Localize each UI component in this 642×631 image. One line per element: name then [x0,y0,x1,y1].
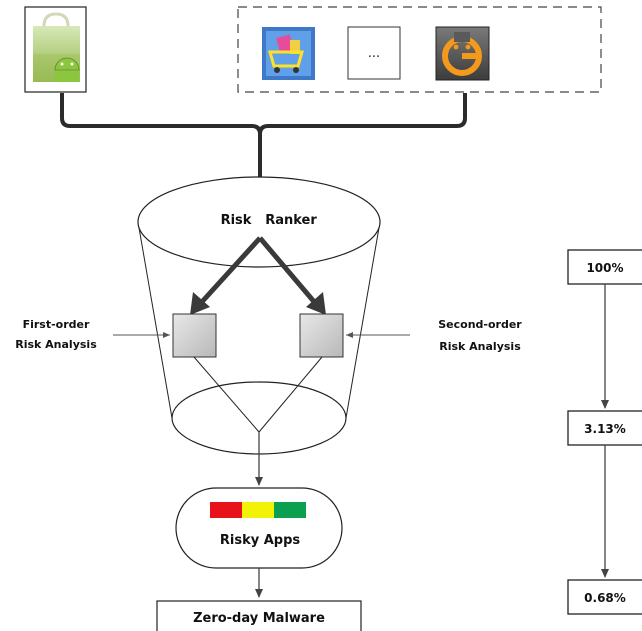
shopping-cart-app-store-icon [262,27,315,80]
zero-day-malware-label: Zero-day Malware [193,611,325,626]
percent-label-068: 0.68% [584,591,626,605]
second-order-analysis-box [299,313,344,358]
alternative-markets-group [237,6,602,93]
arrow-to-second-order [258,236,318,306]
risk-level-yellow [242,502,274,518]
first-order-analysis-box [172,313,217,358]
risk-level-green [274,502,306,518]
risk-ranker-title-left: Risk [221,213,252,228]
percent-box-100 [567,249,642,285]
second-order-label-line2: Risk Analysis [439,340,521,353]
ellipsis-label: ... [368,46,380,61]
percent-box-313 [567,410,642,446]
second-order-label-line1: Second-order [438,318,522,331]
percent-box-068 [567,579,642,615]
g-app-store-icon [435,26,490,81]
first-order-label-line2: Risk Analysis [15,338,97,351]
android-market-icon [24,6,87,93]
zero-day-malware-box [156,600,362,631]
merge-connector-right [258,93,467,135]
percent-label-100: 100% [586,261,623,275]
risk-ranker-title-right: Ranker [265,213,317,228]
risky-apps-box [175,487,343,569]
risk-level-red [210,502,242,518]
more-stores-box [347,26,401,80]
percent-label-313: 3.13% [584,422,626,436]
first-order-label-line1: First-order [23,318,90,331]
risky-apps-label: Risky Apps [220,533,301,548]
arrow-to-first-order [198,236,262,306]
